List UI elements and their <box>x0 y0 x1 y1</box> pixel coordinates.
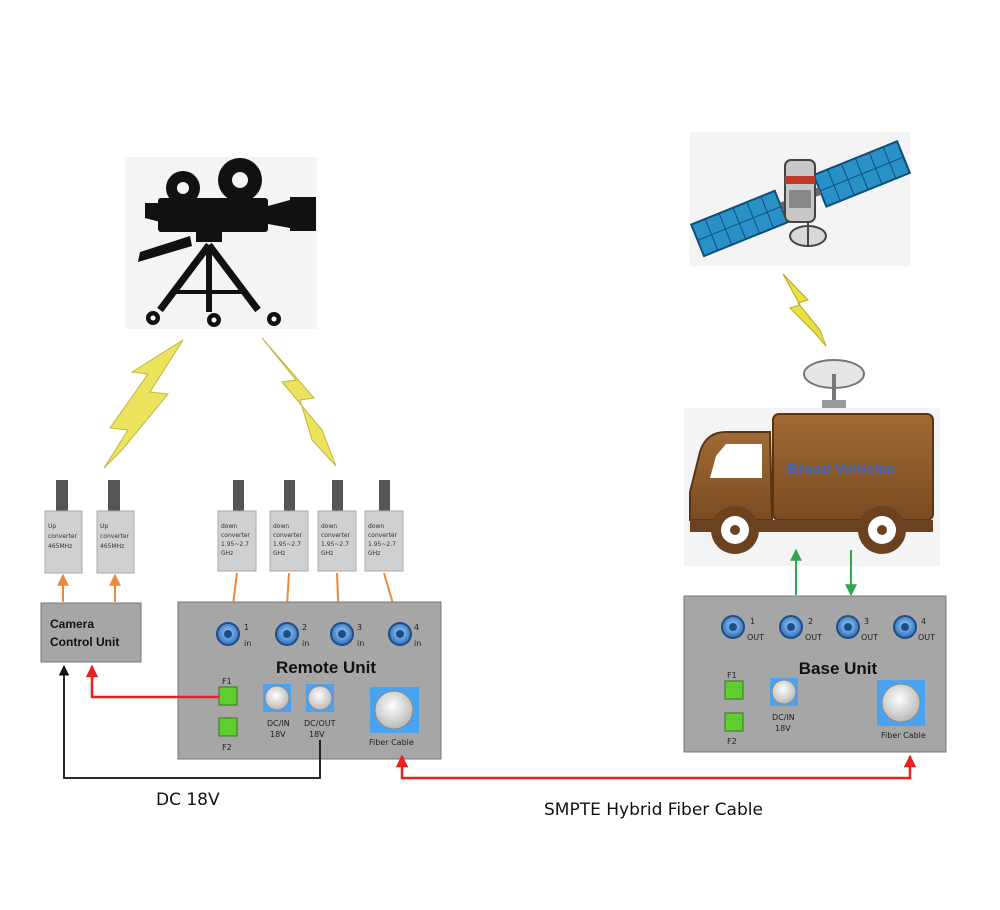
svg-text:down: down <box>321 523 337 530</box>
svg-text:DC/IN: DC/IN <box>267 719 290 728</box>
svg-text:3: 3 <box>357 623 362 632</box>
svg-text:4: 4 <box>921 617 926 626</box>
remote-unit: 1 in 2 in 3 in 4 in Remote Unit F1 F2 DC… <box>177 601 442 760</box>
svg-text:converter: converter <box>368 532 398 539</box>
svg-text:Up: Up <box>48 523 56 530</box>
svg-text:Camera: Camera <box>50 617 94 631</box>
svg-text:down: down <box>273 523 289 530</box>
svg-text:converter: converter <box>221 532 251 539</box>
base-unit: 1 OUT 2 OUT 3 OUT 4 OUT Base Unit F1 F2 … <box>683 595 947 753</box>
svg-text:OUT: OUT <box>918 633 935 642</box>
base-output-1: 1 OUT <box>721 615 764 642</box>
svg-text:in: in <box>357 639 364 648</box>
dc-caption: DC 18V <box>156 790 220 810</box>
svg-text:18V: 18V <box>775 724 791 733</box>
svg-text:F1: F1 <box>727 671 737 680</box>
svg-text:3: 3 <box>864 617 869 626</box>
movie-camera-on-tripod-icon <box>125 157 317 329</box>
satellite-icon <box>689 132 912 266</box>
remote-input-4: 4 in <box>388 622 421 648</box>
svg-text:18V: 18V <box>270 730 286 739</box>
svg-text:1.95~2.7: 1.95~2.7 <box>368 541 396 548</box>
base-unit-title: Base Unit <box>799 659 878 678</box>
svg-text:1.95~2.7: 1.95~2.7 <box>221 541 249 548</box>
svg-text:F2: F2 <box>727 737 737 746</box>
base-output-2: 2 OUT <box>779 615 822 642</box>
smpte-caption: SMPTE Hybrid Fiber Cable <box>544 800 763 820</box>
wireless-lightning-left-icon <box>103 339 184 469</box>
smpte-fiber-cable <box>395 754 917 780</box>
svg-text:converter: converter <box>48 533 78 540</box>
svg-text:Fiber Cable: Fiber Cable <box>369 738 414 747</box>
remote-input-1: 1 in <box>216 622 251 648</box>
svg-text:4: 4 <box>414 623 419 632</box>
svg-text:GHz: GHz <box>321 550 333 557</box>
svg-text:in: in <box>244 639 251 648</box>
remote-input-2: 2 in <box>275 622 309 648</box>
svg-text:1: 1 <box>750 617 755 626</box>
svg-text:GHz: GHz <box>221 550 233 557</box>
svg-text:down: down <box>368 523 384 530</box>
down-converter-3: down converter 1.95~2.7 GHz <box>317 480 357 572</box>
dc-cable <box>58 664 321 779</box>
svg-text:in: in <box>302 639 309 648</box>
up-converter-1: Up converter 465MHz <box>44 480 83 574</box>
up-converter-arrows <box>57 573 121 602</box>
svg-text:2: 2 <box>808 617 813 626</box>
wireless-lightning-satellite-icon <box>782 273 827 347</box>
camera-control-unit: Camera Control Unit <box>40 602 142 663</box>
svg-text:OUT: OUT <box>861 633 878 642</box>
truck-base-arrows <box>790 548 857 597</box>
wireless-lightning-right-icon <box>261 337 337 467</box>
svg-text:F1: F1 <box>222 677 232 686</box>
svg-text:Fiber Cable: Fiber Cable <box>881 731 926 740</box>
svg-text:GHz: GHz <box>368 550 380 557</box>
svg-text:1: 1 <box>244 623 249 632</box>
svg-text:down: down <box>221 523 237 530</box>
truck-label: Broad Vehicles <box>787 461 895 478</box>
svg-text:DC/OUT: DC/OUT <box>304 719 336 728</box>
f1-cable <box>85 664 219 699</box>
down-converter-1: down converter 1.95~2.7 GHz <box>217 480 257 572</box>
svg-text:2: 2 <box>302 623 307 632</box>
svg-text:1.95~2.7: 1.95~2.7 <box>321 541 349 548</box>
svg-text:465MHz: 465MHz <box>48 543 72 550</box>
svg-text:Control Unit: Control Unit <box>50 635 119 649</box>
svg-text:18V: 18V <box>309 730 325 739</box>
remote-input-3: 3 in <box>330 622 364 648</box>
svg-text:OUT: OUT <box>747 633 764 642</box>
svg-text:GHz: GHz <box>273 550 285 557</box>
svg-text:in: in <box>414 639 421 648</box>
base-output-3: 3 OUT <box>836 615 878 642</box>
svg-text:465MHz: 465MHz <box>100 543 124 550</box>
svg-text:converter: converter <box>273 532 303 539</box>
satellite-dish-icon <box>803 359 865 412</box>
down-converter-2: down converter 1.95~2.7 GHz <box>269 480 309 572</box>
svg-text:F2: F2 <box>222 743 232 752</box>
remote-unit-title: Remote Unit <box>276 658 376 677</box>
broadcast-truck-icon <box>684 408 940 566</box>
svg-text:converter: converter <box>100 533 130 540</box>
svg-text:1.95~2.7: 1.95~2.7 <box>273 541 301 548</box>
svg-text:converter: converter <box>321 532 351 539</box>
svg-text:DC/IN: DC/IN <box>772 713 795 722</box>
base-output-4: 4 OUT <box>893 615 935 642</box>
up-converter-2: Up converter 465MHz <box>96 480 135 574</box>
down-converter-4: down converter 1.95~2.7 GHz <box>364 480 404 572</box>
svg-text:OUT: OUT <box>805 633 822 642</box>
svg-text:Up: Up <box>100 523 108 530</box>
